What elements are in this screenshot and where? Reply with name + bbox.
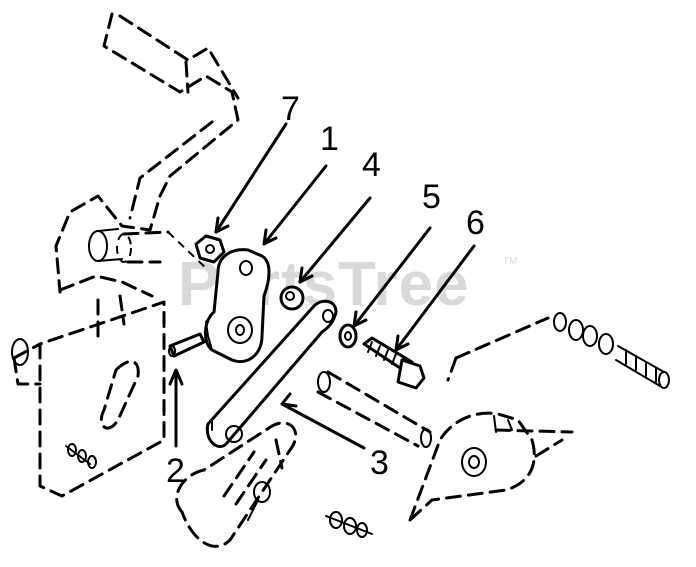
watermark-trademark: TM <box>503 256 517 267</box>
callout-5: 5 <box>422 178 441 216</box>
callout-2: 2 <box>166 452 185 490</box>
leader-arrows <box>168 122 476 450</box>
callout-7: 7 <box>281 90 300 128</box>
phantom-right-bracket <box>408 316 574 522</box>
callout-4: 4 <box>362 146 381 184</box>
phantom-center-shaft <box>316 370 432 448</box>
part-7-nut <box>194 234 226 264</box>
callout-1: 1 <box>320 120 339 158</box>
callout-3: 3 <box>370 444 389 482</box>
part-2-roll-pin <box>168 332 206 358</box>
part-3-link-arm <box>205 299 338 448</box>
part-1-bracket-plate <box>204 248 271 363</box>
callout-6: 6 <box>466 204 485 242</box>
phantom-mount-plate <box>11 294 166 498</box>
part-4-spacer <box>279 285 305 311</box>
phantom-hardware-right <box>553 312 670 389</box>
phantom-lower-link <box>175 421 373 548</box>
phantom-shaft-left <box>88 228 209 271</box>
phantom-handle-frame <box>54 12 240 298</box>
part-6-bolt <box>362 336 426 390</box>
part-5-washer <box>338 323 358 349</box>
